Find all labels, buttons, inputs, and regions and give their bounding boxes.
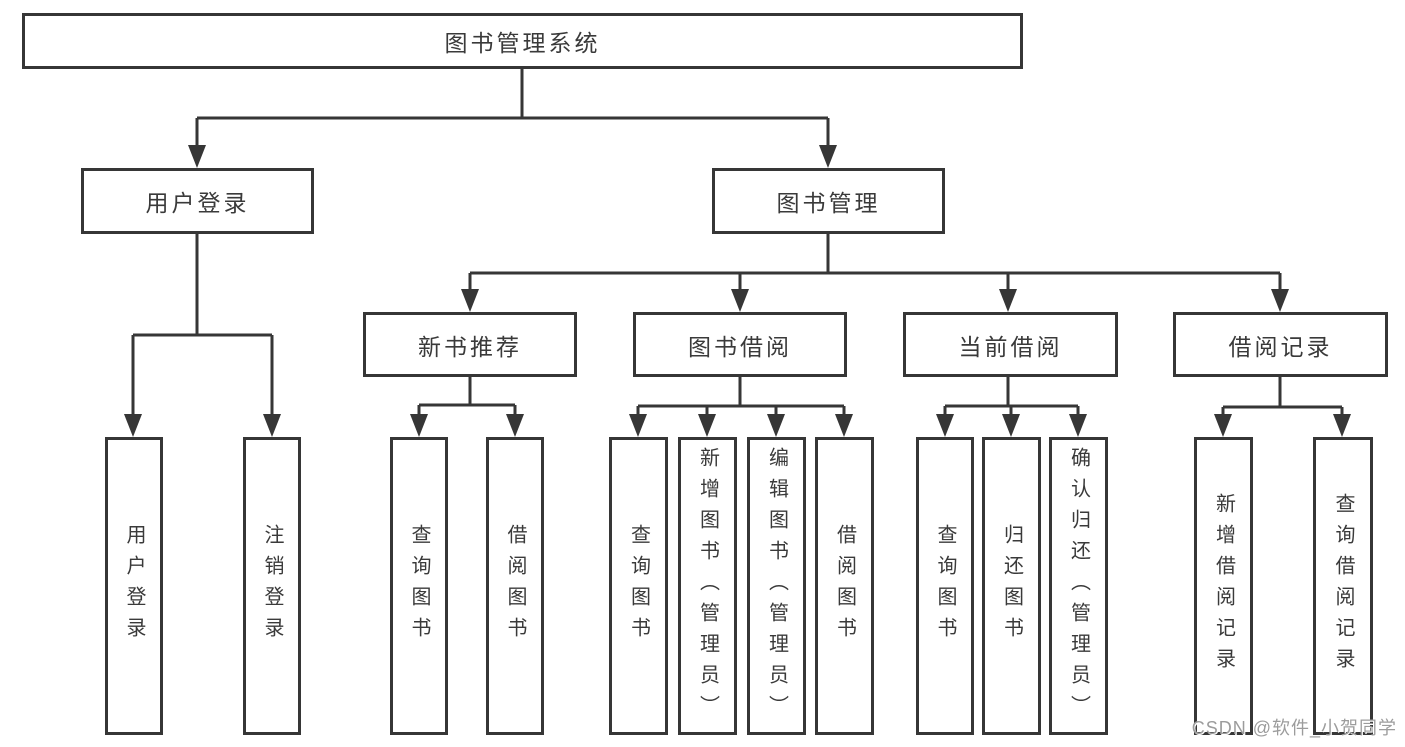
leaf-return-books-label: 归还图书 — [1000, 524, 1023, 648]
leaf-query-borrow-record: 查询借阅记录 — [1313, 437, 1373, 735]
leaf-query-books-borrow-label: 查询图书 — [627, 524, 650, 648]
node-new-book-recommend-label: 新书推荐 — [418, 333, 522, 360]
leaf-query-books-borrow: 查询图书 — [609, 437, 668, 735]
node-root-label: 图书管理系统 — [444, 30, 601, 56]
leaf-add-books-admin: 新增图书（管理员） — [678, 437, 737, 735]
leaf-confirm-return-admin-label: 确认归还（管理员） — [1067, 446, 1090, 726]
leaf-borrow-books-borrow-label: 借阅图书 — [833, 524, 856, 648]
node-current-borrow-label: 当前借阅 — [958, 333, 1063, 360]
node-new-book-recommend: 新书推荐 — [363, 312, 577, 377]
node-user-login: 用户登录 — [81, 168, 314, 234]
node-borrow-records-label: 借阅记录 — [1228, 333, 1333, 360]
leaf-logout-login-label: 注销登录 — [261, 524, 283, 648]
leaf-add-borrow-record: 新增借阅记录 — [1194, 437, 1253, 735]
node-book-management-label: 图书管理 — [776, 190, 881, 216]
leaf-add-books-admin-label: 新增图书（管理员） — [696, 446, 719, 726]
leaf-borrow-books-recommend: 借阅图书 — [486, 437, 544, 735]
leaf-query-books-current-label: 查询图书 — [934, 524, 956, 648]
leaf-query-books-recommend: 查询图书 — [390, 437, 448, 735]
leaf-borrow-books-borrow: 借阅图书 — [815, 437, 874, 735]
watermark: CSDN @软件_小贺同学 — [1191, 718, 1397, 738]
leaf-user-login-label: 用户登录 — [123, 524, 145, 648]
leaf-logout-login: 注销登录 — [243, 437, 301, 735]
leaf-query-books-current: 查询图书 — [916, 437, 974, 735]
node-borrow-records: 借阅记录 — [1173, 312, 1388, 377]
leaf-add-borrow-record-label: 新增借阅记录 — [1212, 493, 1235, 679]
leaf-return-books: 归还图书 — [982, 437, 1041, 735]
leaf-confirm-return-admin: 确认归还（管理员） — [1049, 437, 1108, 735]
leaf-borrow-books-recommend-label: 借阅图书 — [504, 524, 526, 648]
leaf-edit-books-admin-label: 编辑图书（管理员） — [765, 446, 788, 726]
leaf-query-borrow-record-label: 查询借阅记录 — [1332, 493, 1354, 679]
node-root: 图书管理系统 — [22, 13, 1023, 69]
leaf-edit-books-admin: 编辑图书（管理员） — [747, 437, 806, 735]
node-user-login-label: 用户登录 — [145, 190, 250, 216]
node-book-management: 图书管理 — [712, 168, 945, 234]
node-book-borrow-label: 图书借阅 — [688, 333, 792, 360]
node-book-borrow: 图书借阅 — [633, 312, 847, 377]
leaf-query-books-recommend-label: 查询图书 — [408, 524, 430, 648]
leaf-user-login: 用户登录 — [105, 437, 163, 735]
node-current-borrow: 当前借阅 — [903, 312, 1118, 377]
